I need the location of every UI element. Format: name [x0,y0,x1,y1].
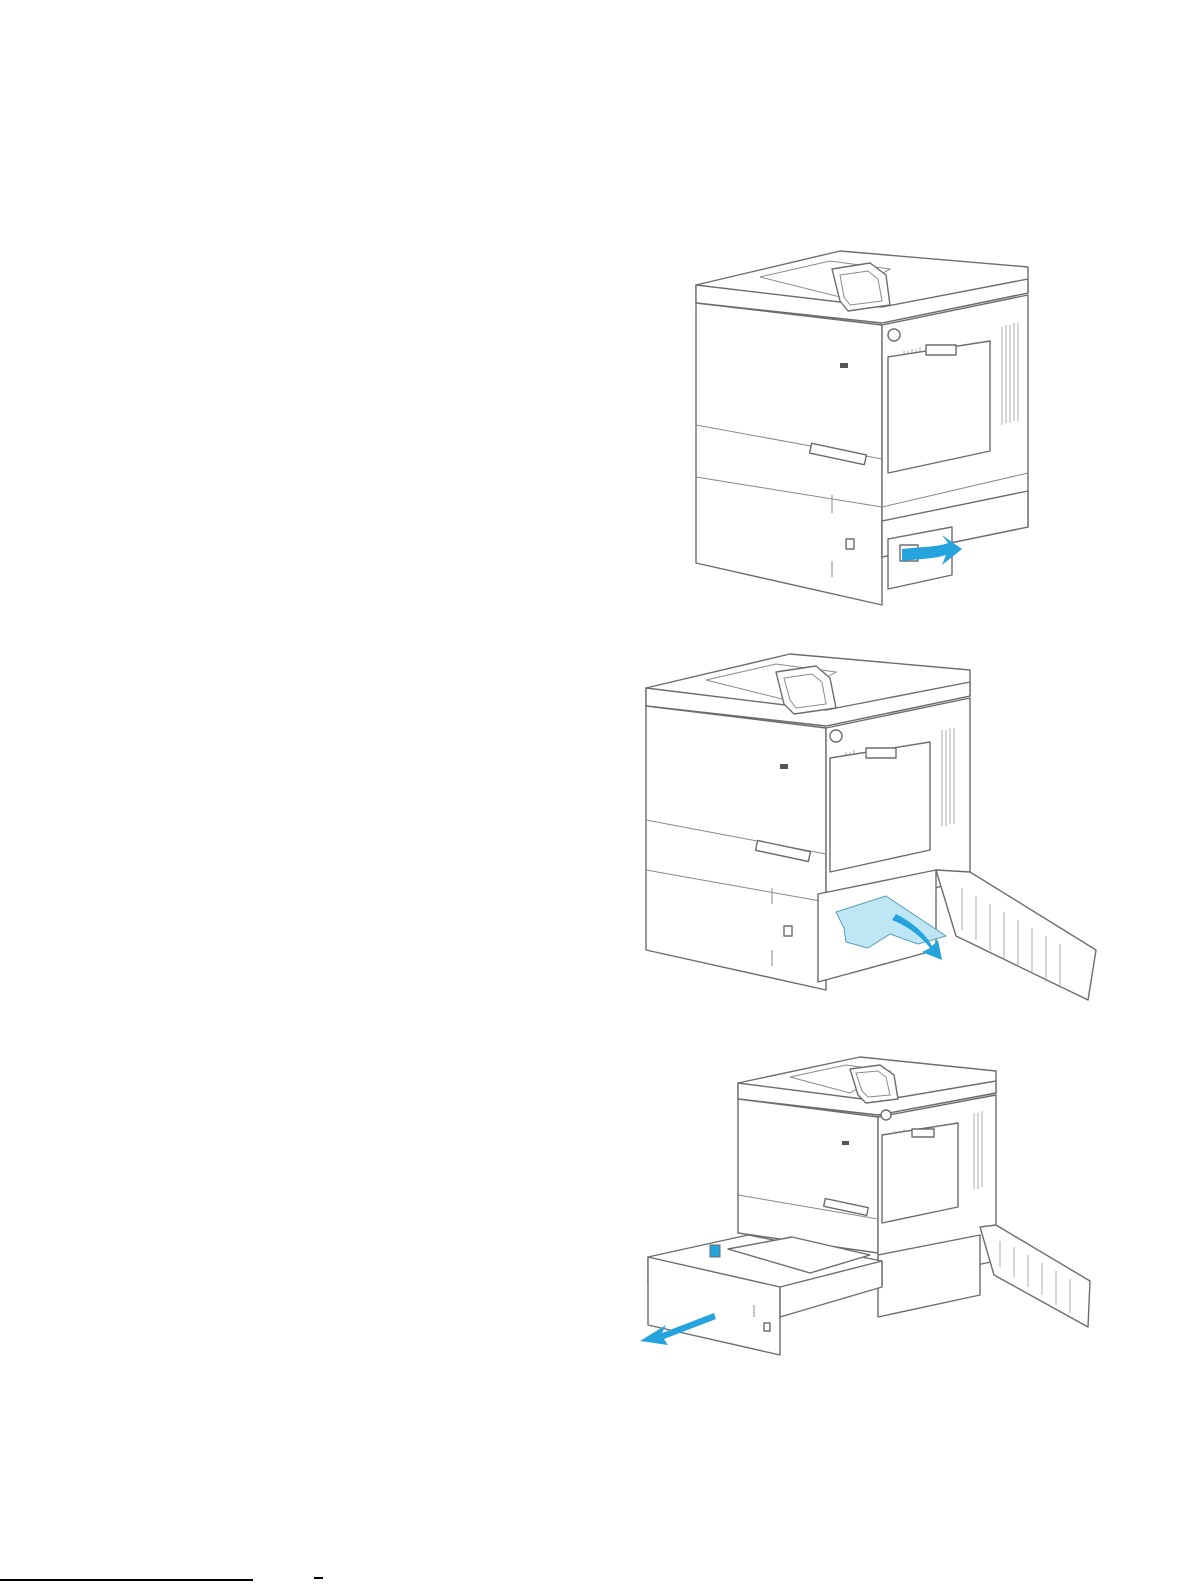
figure-remove-jammed-paper [640,650,1100,1000]
paper-tray [648,1235,882,1355]
footer-mark [314,1577,323,1582]
figure-remove-tray [640,1055,1100,1355]
figure-open-lower-right-door [690,245,1050,615]
opened-door [936,870,1096,1000]
opened-door [980,1225,1090,1327]
footer-rule [0,1579,253,1581]
